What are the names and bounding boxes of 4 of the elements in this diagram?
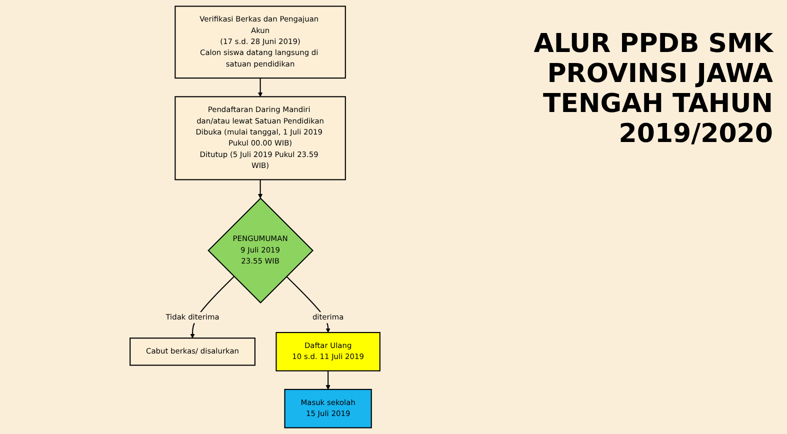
arrow <box>258 180 263 198</box>
diagram-title: ALUR PPDB SMK PROVINSI JAWA TENGAH TAHUN 2019/2020 <box>532 30 773 150</box>
arrow <box>326 370 330 390</box>
arrow <box>258 78 263 97</box>
